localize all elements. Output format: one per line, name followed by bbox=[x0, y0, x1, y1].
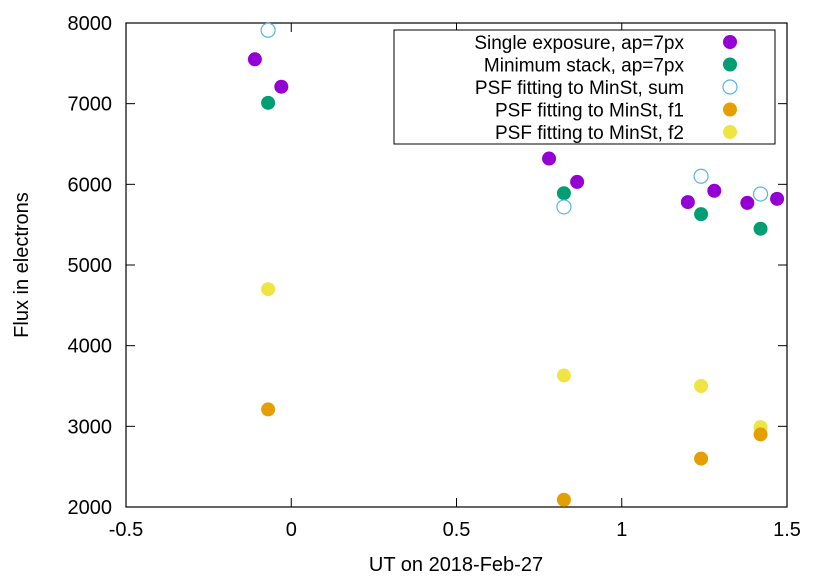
legend-box bbox=[393, 29, 776, 145]
y-tick-label: 2000 bbox=[68, 497, 113, 519]
data-point bbox=[556, 368, 571, 383]
data-point bbox=[542, 151, 557, 166]
legend-marker bbox=[723, 102, 737, 117]
data-point bbox=[770, 191, 785, 206]
data-point bbox=[707, 183, 722, 198]
data-point bbox=[556, 492, 571, 507]
legend-label: Single exposure, ap=7px bbox=[474, 33, 684, 54]
data-point bbox=[680, 195, 695, 210]
data-point bbox=[247, 52, 262, 67]
x-axis-title: UT on 2018-Feb-27 bbox=[369, 554, 543, 576]
data-point bbox=[753, 221, 768, 236]
data-point bbox=[261, 282, 276, 297]
data-point bbox=[556, 199, 572, 215]
x-tick-label: 0.5 bbox=[443, 519, 471, 541]
legend-marker bbox=[723, 35, 737, 49]
legend-marker bbox=[723, 57, 737, 72]
legend-label: PSF fitting to MinSt, f2 bbox=[495, 123, 684, 144]
data-points bbox=[247, 22, 785, 507]
data-point bbox=[261, 402, 276, 417]
legend-label: PSF fitting to MinSt, sum bbox=[475, 78, 684, 99]
data-point bbox=[753, 427, 768, 442]
y-tick-label: 5000 bbox=[68, 255, 113, 277]
y-tick-label: 3000 bbox=[68, 416, 113, 438]
legend-label: PSF fitting to MinSt, f1 bbox=[495, 101, 684, 122]
data-point bbox=[694, 207, 709, 222]
x-tick-label: 1.5 bbox=[773, 519, 801, 541]
y-tick-labels: 2000 3000 4000 5000 6000 7000 8000 bbox=[68, 13, 113, 519]
y-tick-label: 4000 bbox=[68, 336, 113, 358]
data-point bbox=[274, 79, 289, 94]
legend-marker bbox=[722, 79, 738, 95]
data-point bbox=[740, 195, 755, 210]
data-point bbox=[261, 95, 276, 110]
x-tick-label: -0.5 bbox=[109, 519, 143, 541]
axis-ticks bbox=[125, 22, 788, 508]
y-tick-label: 7000 bbox=[68, 94, 113, 116]
data-point bbox=[694, 379, 709, 393]
data-point bbox=[556, 186, 571, 201]
data-point bbox=[752, 186, 769, 202]
legend-label: Minimum stack, ap=7px bbox=[484, 56, 685, 77]
legend-marker bbox=[723, 125, 737, 139]
x-tick-label: 0 bbox=[286, 519, 297, 541]
data-point bbox=[693, 168, 709, 184]
y-tick-label: 6000 bbox=[68, 174, 113, 196]
data-point bbox=[694, 451, 709, 466]
y-tick-label: 8000 bbox=[68, 13, 113, 35]
data-point bbox=[570, 174, 585, 189]
y-axis-title: Flux in electrons bbox=[11, 192, 33, 338]
data-point bbox=[260, 22, 276, 38]
x-tick-label: 1 bbox=[616, 519, 627, 541]
x-tick-labels: -0.5 0 0.5 1 1.5 bbox=[109, 519, 801, 541]
